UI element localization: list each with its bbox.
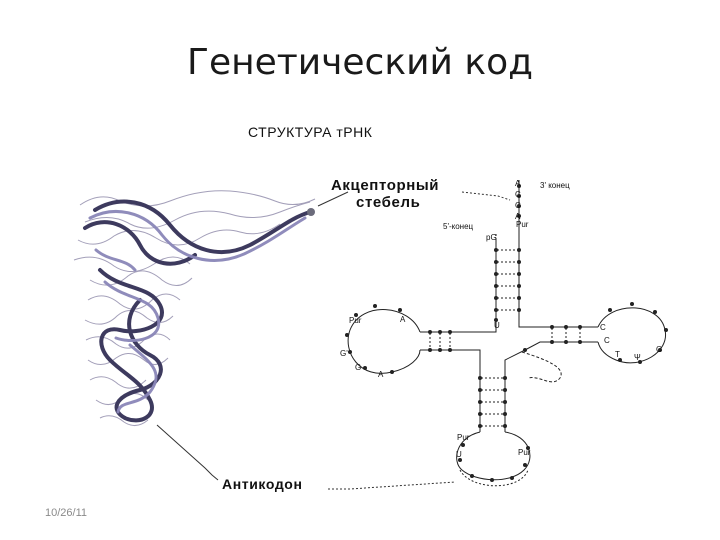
slide-title: Генетический код xyxy=(186,42,533,83)
a-left-label: A xyxy=(400,315,406,324)
u-mid-label: U xyxy=(494,321,500,330)
acceptor-end-atom xyxy=(307,208,315,216)
pg-label: pG xyxy=(486,233,497,242)
acceptor-nt-4: A xyxy=(515,212,521,221)
cloverleaf-diagram xyxy=(347,180,666,487)
acceptor-label-line2: стебель xyxy=(356,194,420,211)
acceptor-label-line1: Акцепторный xyxy=(331,177,439,194)
a-bottom-label: A xyxy=(378,370,384,379)
u-anticodon-label: U xyxy=(456,450,462,459)
acceptor-nt-2: C xyxy=(515,190,521,199)
t-right-label: T xyxy=(615,350,620,359)
pur-anticodon-right-label: Pur xyxy=(518,448,531,457)
c-right-bottom-label: C xyxy=(656,345,662,354)
c-right-mid-label: C xyxy=(604,336,610,345)
nucleotide-dots xyxy=(345,184,668,482)
five-prime-end-label: 5'-конец xyxy=(443,222,474,231)
c-right-top-label: C xyxy=(600,323,606,332)
g-left-label: G xyxy=(355,363,361,372)
acceptor-nt-3: C xyxy=(515,201,521,210)
anticodon-label: Антикодон xyxy=(222,476,303,492)
acceptor-nt-1: A xyxy=(515,179,521,188)
g-prime-label: G' xyxy=(340,349,348,358)
slide-date: 10/26/11 xyxy=(45,507,88,519)
figure-heading: СТРУКТУРА тРНК xyxy=(248,124,373,140)
pur-top-label: Pur xyxy=(516,220,529,229)
three-prime-end-label: 3' конец xyxy=(540,181,570,190)
pur-left-label: Pur xyxy=(349,316,362,325)
psi-right-label: Ψ xyxy=(634,353,641,362)
pur-anticodon-left-label: Pur xyxy=(457,433,470,442)
trna-3d-model xyxy=(73,190,316,426)
